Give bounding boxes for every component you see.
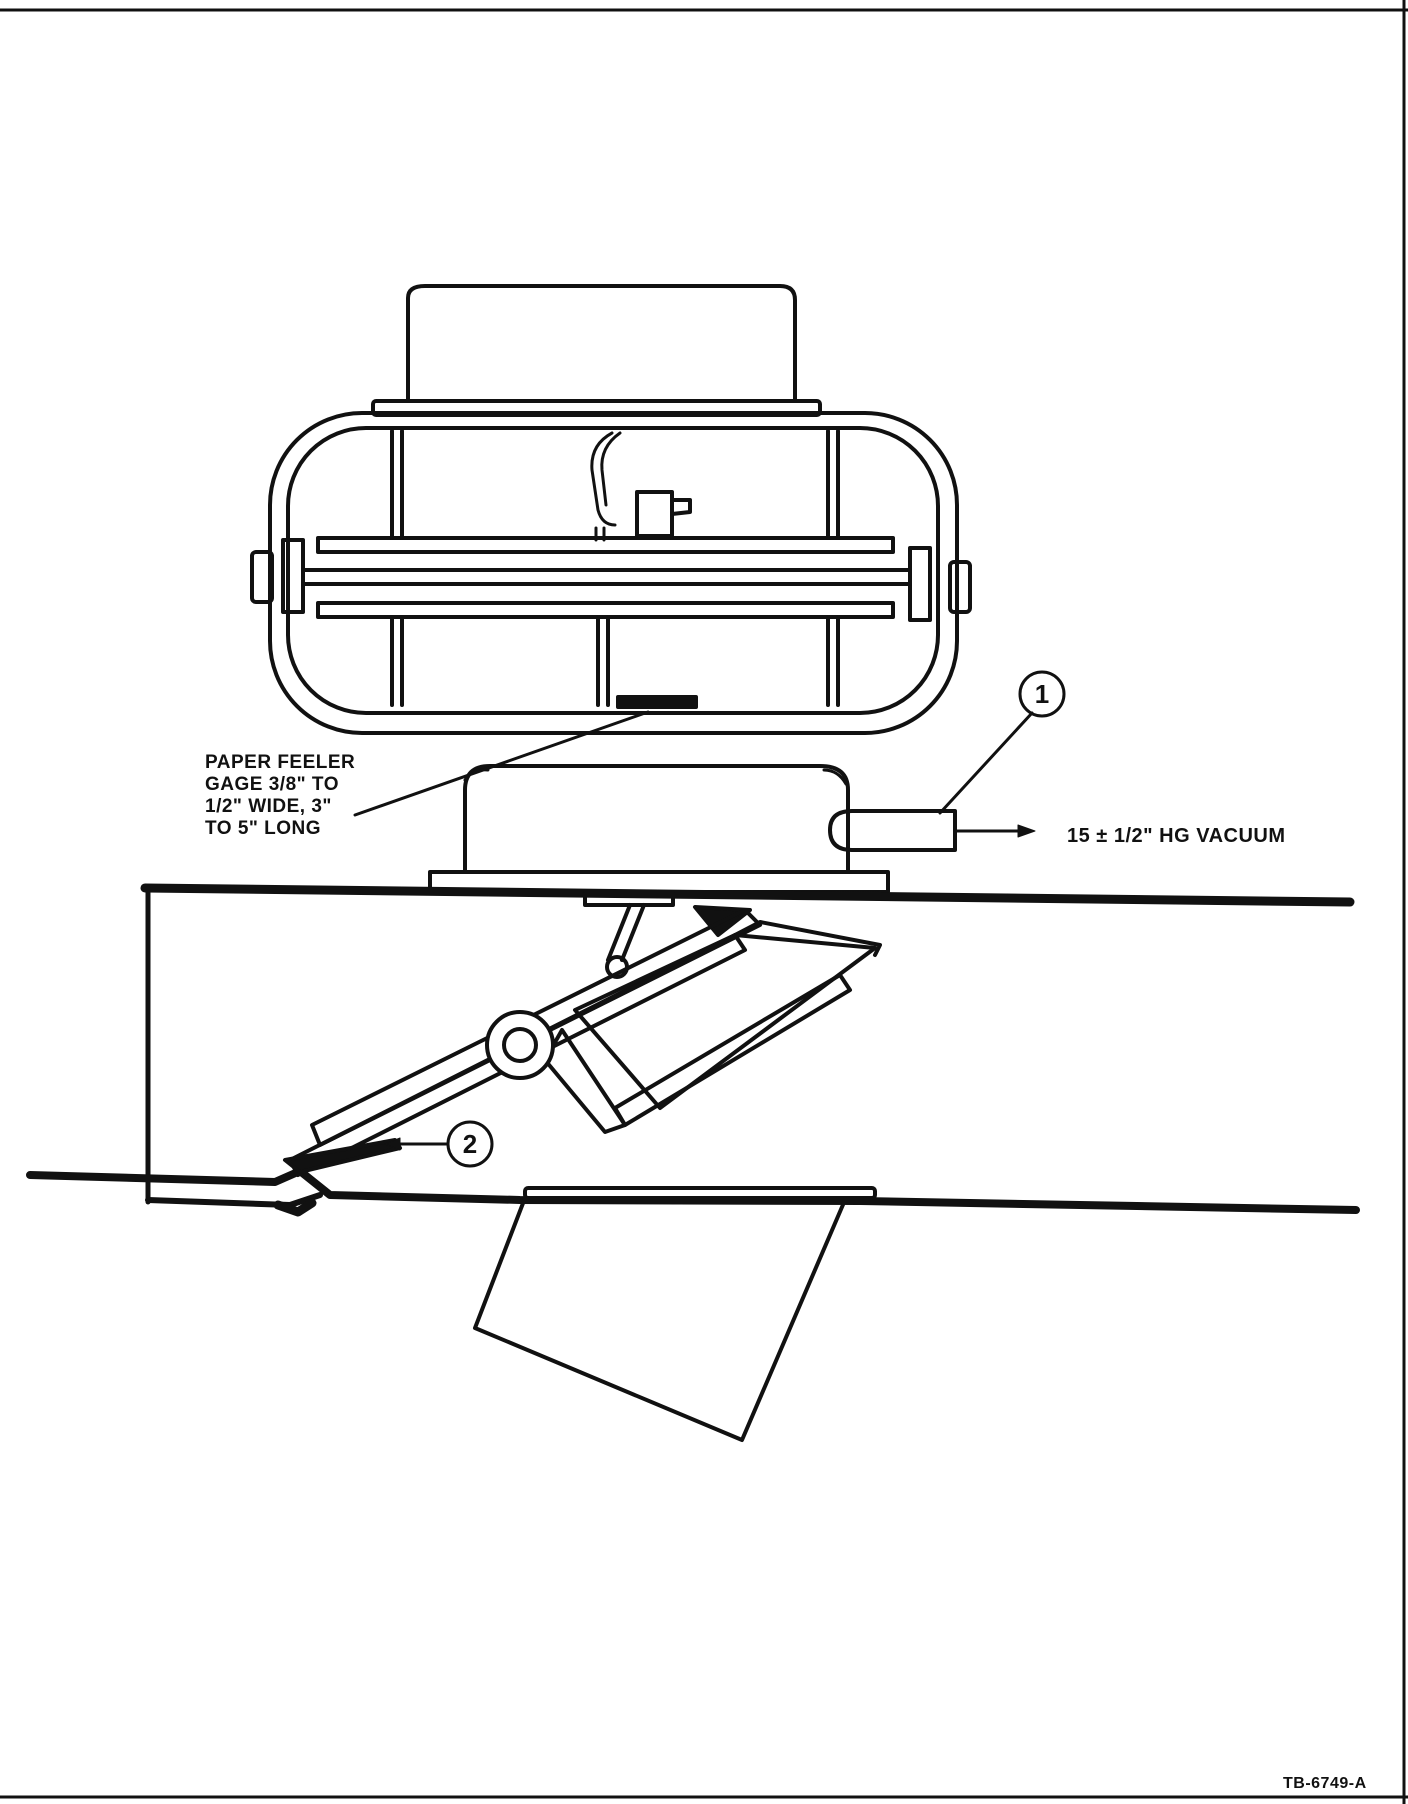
callout-2-arrowhead <box>384 1137 401 1151</box>
paper-feeler-line-4: TO 5" LONG <box>205 818 322 839</box>
vacuum-port <box>828 809 957 852</box>
valve-body-inner <box>286 426 940 715</box>
valve-switch-tab <box>670 498 692 516</box>
floor-door-flange <box>523 1186 877 1200</box>
duct <box>26 883 1360 1217</box>
valve-top-cap <box>406 284 797 402</box>
vacuum-arrowhead <box>1017 824 1036 838</box>
actuator-stem-bracket <box>583 891 675 907</box>
flap-body <box>573 933 877 1110</box>
callout-1-leader <box>938 711 1034 815</box>
paper-feeler-line-3: 1/2" WIDE, 3" <box>205 796 332 817</box>
lower-door <box>473 1196 847 1442</box>
floor-joint <box>273 1198 317 1217</box>
valve-right-pin <box>948 560 972 614</box>
valve-upper-rod <box>316 536 895 554</box>
flap-edge <box>733 920 882 957</box>
actuator-housing <box>428 764 957 894</box>
flap-tip <box>283 1138 402 1174</box>
flap-hub-outer <box>485 1010 555 1080</box>
actuator-dome <box>463 764 850 874</box>
valve-body-outer <box>268 411 959 735</box>
callout-1-circle <box>1018 670 1066 718</box>
valve-assembly <box>250 284 972 735</box>
callout-2-number: 2 <box>463 1129 477 1159</box>
actuator-stem <box>606 903 646 962</box>
valve-lower-rod <box>316 601 895 619</box>
paper-feeler-strip <box>616 695 698 709</box>
valve-center-shaft <box>301 568 912 586</box>
valve-wire <box>590 431 617 527</box>
duct-floor <box>26 1167 1360 1214</box>
paper-feeler-line-2: GAGE 3/8" TO <box>205 774 339 795</box>
flap-arm-plate <box>310 908 762 1147</box>
actuator-right-corner <box>822 768 848 786</box>
linkage <box>583 891 752 979</box>
vacuum-label: 15 ± 1/2" HG VACUUM <box>1067 825 1286 847</box>
flap-hub-inner <box>502 1027 538 1063</box>
duct-top-wall <box>140 883 1355 907</box>
valve-left-pin <box>250 550 274 604</box>
paper-feeler-line-1: PAPER FEELER <box>205 752 356 773</box>
callout-2-circle <box>446 1120 494 1168</box>
valve-wire-b <box>600 431 622 507</box>
duct-floor-inner <box>145 1192 323 1208</box>
figure-id: TB-6749-A <box>1283 1775 1367 1792</box>
valve-right-bushing <box>908 546 932 622</box>
callout-1-number: 1 <box>1035 679 1049 709</box>
damper-flap <box>283 908 882 1177</box>
valve-switch <box>635 490 674 538</box>
feeler-leader-line <box>353 710 650 817</box>
paper-feeler-label: PAPER FEELER GAGE 3/8" TO 1/2" WIDE, 3" … <box>205 752 355 840</box>
